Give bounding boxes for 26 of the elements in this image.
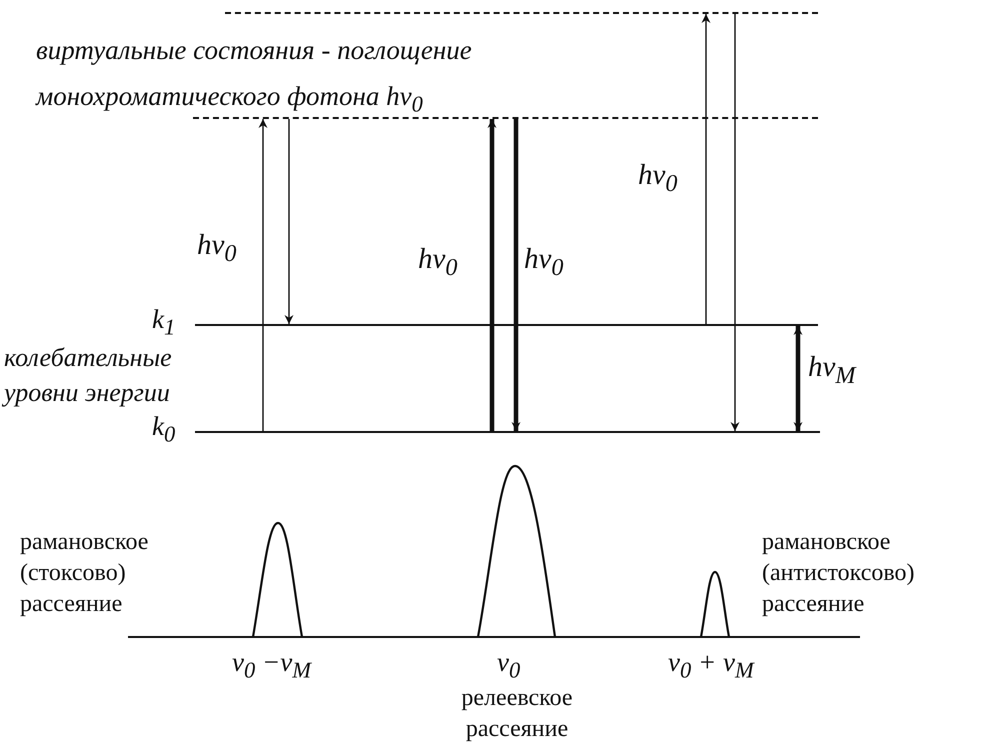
arrow [702,14,710,324]
annotation-text: виртуальные состояния - поглощение монохроматического фотона hν$_{0}$ [36,34,473,118]
arrow [488,119,496,431]
edge-label: hν$_{0}$ [197,228,236,268]
peak-label: рамановское (стоксово) рассеяние [20,528,150,620]
arrow [284,119,294,324]
energy-level-line [195,431,820,433]
edge-label: hν$_{0}$ [524,242,564,282]
energy-level-line [195,324,818,326]
double-arrow [794,326,802,431]
frequency-label: ν$_{0}$ + ν$_{M}$ [668,646,754,684]
peak-label: релеевское рассеяние [460,684,574,744]
arrow [730,14,740,431]
virtual-level-line [225,12,818,14]
frequency-label: ν$_{0}$ −ν$_{M}$ [232,646,311,684]
edge-label: hν$_{M}$ [808,350,856,390]
arrow [512,119,520,431]
level-label: k$_{0}$ [152,413,176,446]
edge-label: hν$_{0}$ [638,158,678,198]
arrow [258,119,268,431]
annotation-text: колебательные уровни энергии [4,340,239,410]
peak-label: рамановское (антистоксово) рассеяние [762,528,916,620]
level-label: k$_{1}$ [152,306,176,339]
frequency-label: ν$_{0}$ [497,646,520,684]
virtual-level-line [193,117,818,119]
edge-label: hν$_{0}$ [418,242,458,282]
